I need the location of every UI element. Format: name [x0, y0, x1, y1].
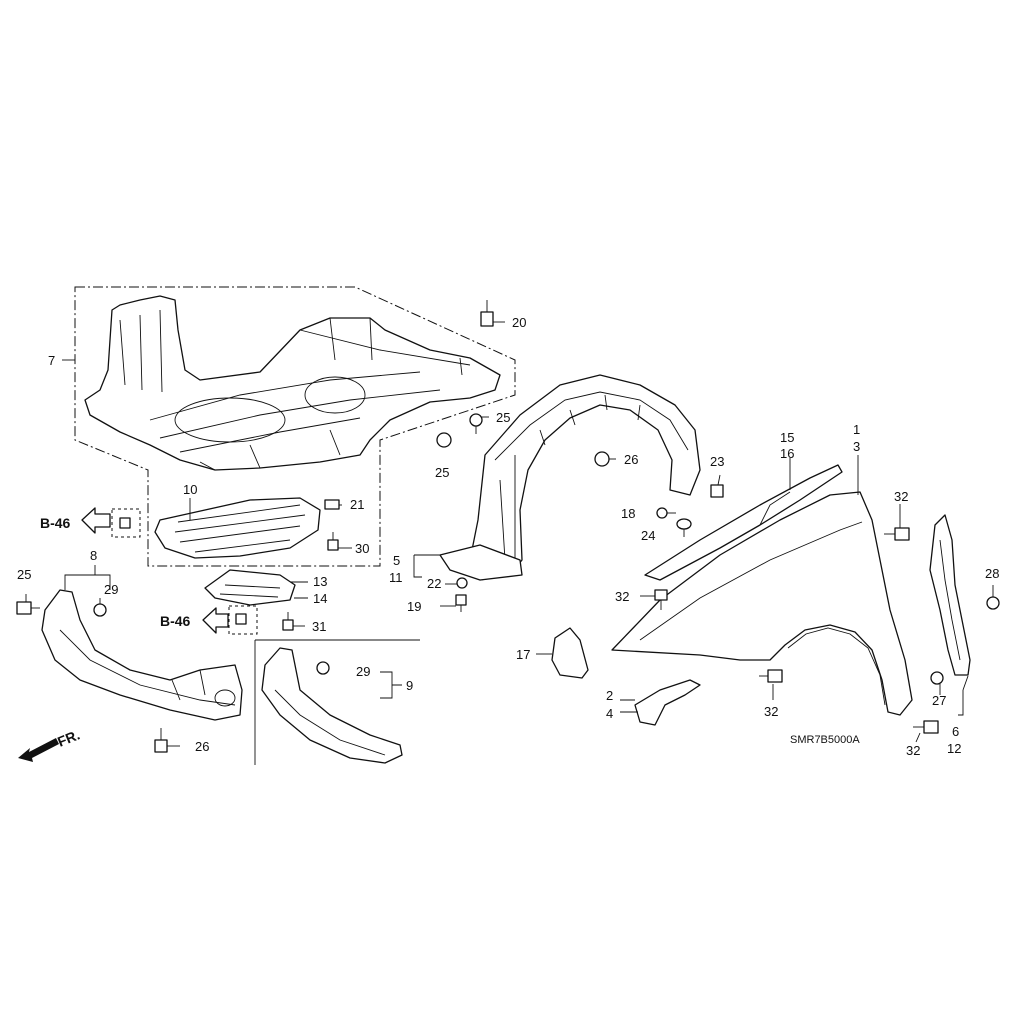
bolt-icon[interactable] — [759, 669, 783, 683]
diagram-code: SMR7B5000A — [790, 734, 860, 746]
bolt-icon[interactable] — [235, 613, 247, 625]
callout-32[interactable]: 32 — [615, 589, 629, 604]
center-under-cover-part[interactable] — [154, 497, 321, 559]
leader-lines — [25, 321, 994, 747]
callout-24[interactable]: 24 — [641, 528, 655, 543]
callout-29[interactable]: 29 — [356, 664, 370, 679]
callout-14[interactable]: 14 — [313, 591, 327, 606]
bolt-icon[interactable] — [654, 589, 668, 610]
reference-arrow-icon[interactable] — [81, 507, 111, 534]
callout-30[interactable]: 30 — [355, 541, 369, 556]
front-fender-part[interactable] — [611, 491, 913, 716]
callout-32[interactable]: 32 — [764, 704, 778, 719]
callout-6[interactable]: 6 — [952, 724, 959, 739]
bolt-icon[interactable] — [480, 300, 494, 327]
callout-16[interactable]: 16 — [780, 446, 794, 461]
clip-icon[interactable] — [469, 413, 483, 434]
clip-icon[interactable] — [436, 432, 452, 448]
ref-box — [228, 605, 258, 635]
callout-11[interactable]: 11 — [389, 570, 403, 585]
callout-32[interactable]: 32 — [894, 489, 908, 504]
reference-arrow-icon[interactable] — [202, 607, 229, 634]
callout-25[interactable]: 25 — [435, 465, 449, 480]
callout-1[interactable]: 1 — [853, 422, 860, 437]
bolt-icon[interactable] — [913, 720, 939, 734]
callout-9[interactable]: 9 — [406, 678, 413, 693]
callout-10[interactable]: 10 — [183, 482, 197, 497]
callout-3[interactable]: 3 — [853, 439, 860, 454]
callout-28[interactable]: 28 — [985, 566, 999, 581]
bolt-icon[interactable] — [327, 532, 339, 551]
lower-plate-part[interactable] — [204, 569, 296, 606]
callout-31[interactable]: 31 — [312, 619, 326, 634]
callout-26[interactable]: 26 — [624, 452, 638, 467]
bolt-icon[interactable] — [282, 612, 294, 631]
callout-23[interactable]: 23 — [710, 454, 724, 469]
screw-icon[interactable] — [656, 507, 676, 519]
ref-box — [111, 508, 141, 538]
lower-bumper-beam-part[interactable] — [261, 647, 403, 764]
callout-26[interactable]: 26 — [195, 739, 209, 754]
reference-label-b46[interactable]: B-46 — [160, 613, 191, 629]
callout-12[interactable]: 12 — [947, 741, 961, 756]
bolt-icon[interactable] — [154, 728, 168, 753]
bolt-icon[interactable] — [455, 594, 467, 612]
callout-20[interactable]: 20 — [512, 315, 526, 330]
fender-pad-part[interactable] — [551, 627, 589, 679]
fender-seal-strip-part[interactable] — [644, 464, 843, 581]
reference-label-b46[interactable]: B-46 — [40, 515, 71, 531]
bolt-icon[interactable] — [884, 527, 910, 541]
front-bumper-beam-part[interactable] — [41, 589, 243, 721]
callout-25[interactable]: 25 — [17, 567, 31, 582]
nut-icon[interactable] — [710, 484, 724, 498]
clip-icon[interactable] — [676, 518, 692, 537]
front-direction-label: FR. — [55, 726, 82, 749]
callout-18[interactable]: 18 — [621, 506, 635, 521]
clip-icon[interactable] — [930, 671, 944, 685]
fender-bracket-part[interactable] — [929, 514, 971, 676]
inner-fender-liner-part[interactable] — [439, 374, 701, 581]
callout-5[interactable]: 5 — [393, 553, 400, 568]
clip-icon[interactable] — [594, 451, 610, 467]
under-cover-group-frame — [74, 286, 516, 567]
fender-side-bracket-part[interactable] — [634, 679, 701, 726]
bolt-icon[interactable] — [16, 601, 40, 615]
callout-2[interactable]: 2 — [606, 688, 613, 703]
callout-32[interactable]: 32 — [906, 743, 920, 758]
callout-27[interactable]: 27 — [932, 693, 946, 708]
callout-19[interactable]: 19 — [407, 599, 421, 614]
callout-22[interactable]: 22 — [427, 576, 441, 591]
clip-icon[interactable] — [986, 596, 1000, 610]
callout-4[interactable]: 4 — [606, 706, 613, 721]
callout-21[interactable]: 21 — [350, 497, 364, 512]
callout-7[interactable]: 7 — [48, 353, 55, 368]
callout-29[interactable]: 29 — [104, 582, 118, 597]
bolt-icon[interactable] — [119, 517, 131, 529]
clip-icon[interactable] — [316, 661, 330, 675]
group-divider — [254, 639, 420, 765]
clip-icon[interactable] — [93, 603, 107, 617]
callout-17[interactable]: 17 — [516, 647, 530, 662]
callout-8[interactable]: 8 — [90, 548, 97, 563]
front-direction-arrow-icon — [18, 738, 59, 762]
clip-icon[interactable] — [456, 577, 468, 589]
callout-25[interactable]: 25 — [496, 410, 510, 425]
clip-icon[interactable] — [324, 499, 340, 510]
callout-15[interactable]: 15 — [780, 430, 794, 445]
front-splash-shield-part[interactable] — [84, 295, 501, 471]
callout-13[interactable]: 13 — [313, 574, 327, 589]
